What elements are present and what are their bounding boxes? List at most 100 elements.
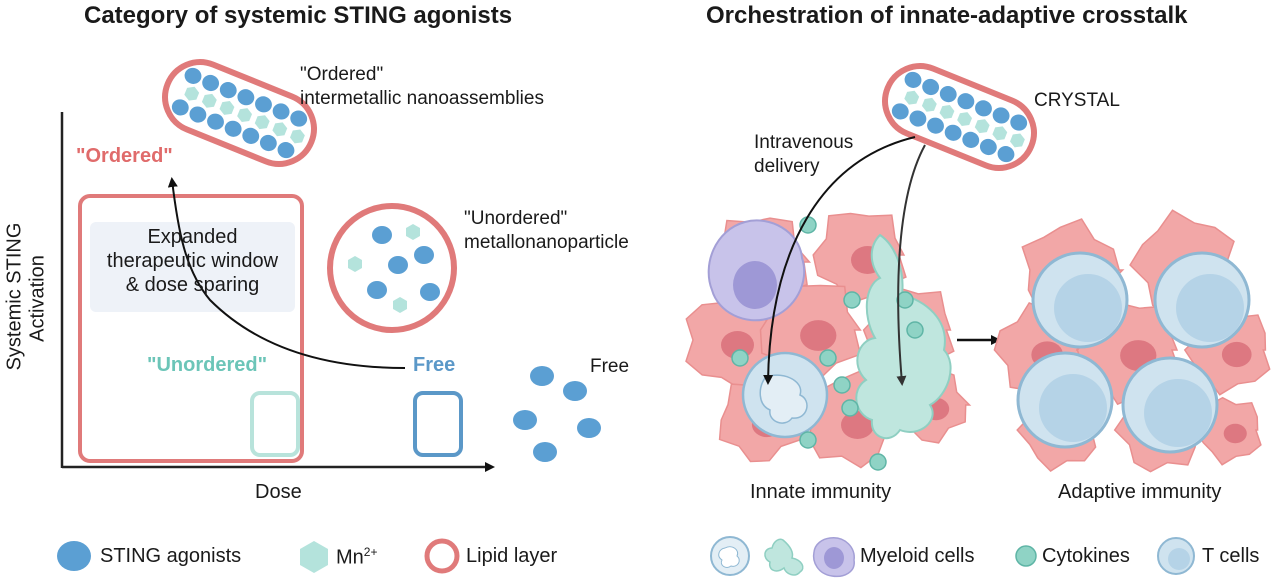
sting-agonist-dot — [255, 96, 272, 113]
sting-agonist-dot — [219, 82, 237, 99]
delivery-label-line1: Intravenous — [754, 132, 854, 153]
unordered-region-box — [250, 391, 300, 457]
cytokine-dots — [731, 216, 924, 471]
cytokine-dot — [799, 431, 817, 449]
mn-ion-hexagon — [254, 115, 270, 130]
cytokine-dot — [833, 376, 851, 394]
sting-agonist-dot — [420, 283, 440, 301]
mn-ion-hexagon — [219, 100, 235, 115]
mn-ion-hexagon — [272, 122, 288, 137]
sting-agonist-dot — [904, 71, 922, 88]
mn-ion-hexagon — [184, 86, 200, 101]
crystal-capsule — [882, 63, 1037, 171]
t-cell — [1031, 251, 1129, 349]
t-cell — [1121, 356, 1219, 454]
ordered-caption-line1: "Ordered" — [300, 64, 384, 85]
innate-tumor-cluster — [685, 212, 972, 471]
unordered-caption-line1: "Unordered" — [464, 208, 568, 229]
t-cell — [1153, 251, 1251, 349]
sting-agonist-dot — [997, 146, 1015, 163]
sting-agonist-dot — [184, 67, 202, 84]
left-panel-title: Category of systemic STING agonists — [84, 2, 513, 29]
cytokine-dot — [841, 399, 859, 417]
window-text-line2: therapeutic window — [106, 250, 279, 272]
mn-ion-hexagon — [237, 108, 253, 123]
mn-ion-hexagon — [957, 112, 973, 127]
sting-agonist-dot — [367, 281, 387, 299]
window-text-line3: & dose sparing — [125, 274, 260, 296]
mn-ion-hexagon — [289, 129, 305, 144]
ordered-region-box — [78, 194, 304, 463]
sting-agonist-dot — [277, 142, 295, 159]
mn-ion-hexagon — [904, 90, 920, 105]
sting-agonist-dot — [975, 100, 992, 117]
sting-agonist-dot — [388, 256, 408, 274]
legend-sting-label: STING agonists — [100, 545, 242, 567]
legend-lipid-label: Lipid layer — [466, 545, 558, 567]
sting-agonist-dot — [957, 93, 975, 110]
cytokine-dot — [731, 349, 749, 367]
dendritic-legend-icon — [764, 538, 804, 576]
right-panel-title: Orchestration of innate-adaptive crossta… — [706, 2, 1188, 29]
mn-ion-hexagon — [393, 297, 407, 313]
sting-agonist-dot — [372, 226, 392, 244]
unordered-caption-line2: metallonanoparticle — [464, 232, 629, 253]
crystal-label: CRYSTAL — [1034, 90, 1120, 111]
mn-ion-hexagon — [348, 256, 362, 272]
sting-agonist-legend-icon — [57, 541, 91, 571]
sting-agonist-dot — [414, 246, 434, 264]
sting-agonist-dot — [259, 134, 277, 152]
sting-agonist-dot — [171, 99, 189, 116]
innate-immunity-label: Innate immunity — [750, 481, 892, 503]
ordered-nanoassembly-particles — [171, 67, 308, 159]
free-sting-agonists — [513, 366, 601, 462]
delivery-arrow-2 — [896, 144, 926, 386]
tag-unordered: "Unordered" — [147, 354, 268, 376]
legend-myeloid-label: Myeloid cells — [860, 545, 975, 567]
ordered-caption-line2: intermetallic nanoassemblies — [300, 88, 544, 109]
crystal-particles — [891, 71, 1028, 163]
x-axis-label: Dose — [255, 481, 302, 503]
sting-agonist-dot — [922, 78, 940, 96]
cytokine-legend-icon — [1015, 545, 1037, 567]
legend-left-icons — [57, 538, 460, 574]
window-text-line1: Expanded — [147, 226, 238, 248]
cytokine-dot — [843, 291, 861, 309]
sting-agonist-dot — [202, 74, 220, 92]
sting-agonist-dot — [909, 110, 927, 127]
y-axis-label-line2: Activation — [26, 255, 49, 342]
mn-ion-hexagon — [201, 93, 217, 108]
free-caption: Free — [590, 356, 630, 377]
sting-agonist-dot — [272, 103, 290, 120]
sting-agonist-dot — [992, 107, 1010, 124]
sting-agonist-dot — [224, 120, 242, 137]
y-axis-label-line1: Systemic STING — [3, 222, 26, 371]
sting-agonist-dot — [189, 106, 207, 123]
legend-right-icons — [710, 536, 1195, 578]
sting-agonist-dot — [290, 110, 308, 127]
mn-ion-hexagon — [974, 119, 990, 134]
sting-agonist-dot — [927, 117, 944, 134]
unordered-metallonanoparticle — [327, 203, 457, 333]
sparing-curve-arrow — [167, 177, 406, 369]
sting-agonist-dot — [962, 131, 980, 148]
cytokine-dot — [896, 291, 914, 309]
mn-ion-hexagon — [921, 97, 937, 112]
ordered-nanoassembly — [162, 59, 317, 167]
adaptive-immunity-label: Adaptive immunity — [1058, 481, 1222, 503]
mn-ion-hexagon — [992, 126, 1008, 141]
therapeutic-window-box — [90, 222, 295, 312]
sting-agonist-dot — [891, 103, 909, 120]
cytokine-dot — [906, 321, 924, 339]
tag-free: Free — [413, 354, 456, 376]
cytokine-dot — [869, 453, 887, 471]
mn-ion-hexagon — [1009, 133, 1025, 148]
lipid-legend-icon — [424, 538, 460, 574]
sting-agonist-dot — [207, 113, 224, 130]
axes — [60, 112, 495, 472]
legend-mn-label: Mn2+ — [336, 545, 378, 569]
cytokine-dot — [819, 349, 837, 367]
dendritic-cell — [855, 233, 952, 440]
adaptive-tumor-cluster — [993, 209, 1271, 473]
